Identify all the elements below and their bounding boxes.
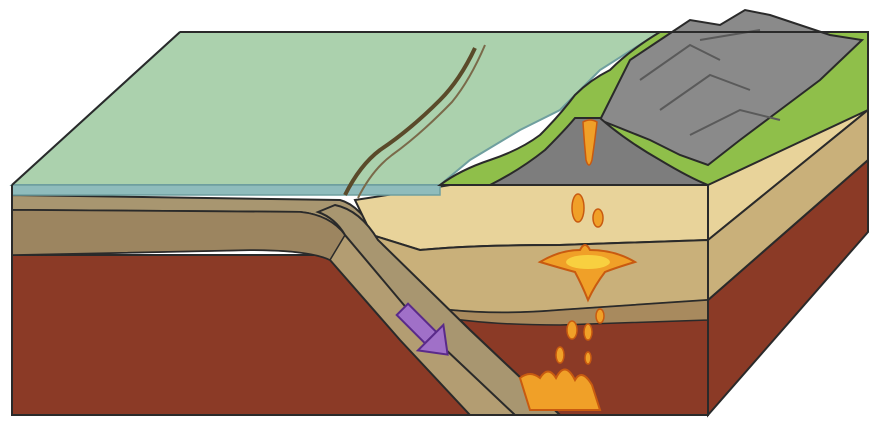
magma-droplet — [585, 352, 591, 364]
water-front-edge — [12, 185, 440, 195]
magma-droplet — [556, 347, 564, 363]
magma-droplet — [567, 321, 577, 339]
magma-droplet — [593, 209, 603, 227]
magma-droplet — [584, 324, 592, 340]
magma-droplet — [596, 309, 604, 323]
magma-droplet — [572, 194, 584, 222]
magma-chamber-core — [566, 255, 610, 269]
